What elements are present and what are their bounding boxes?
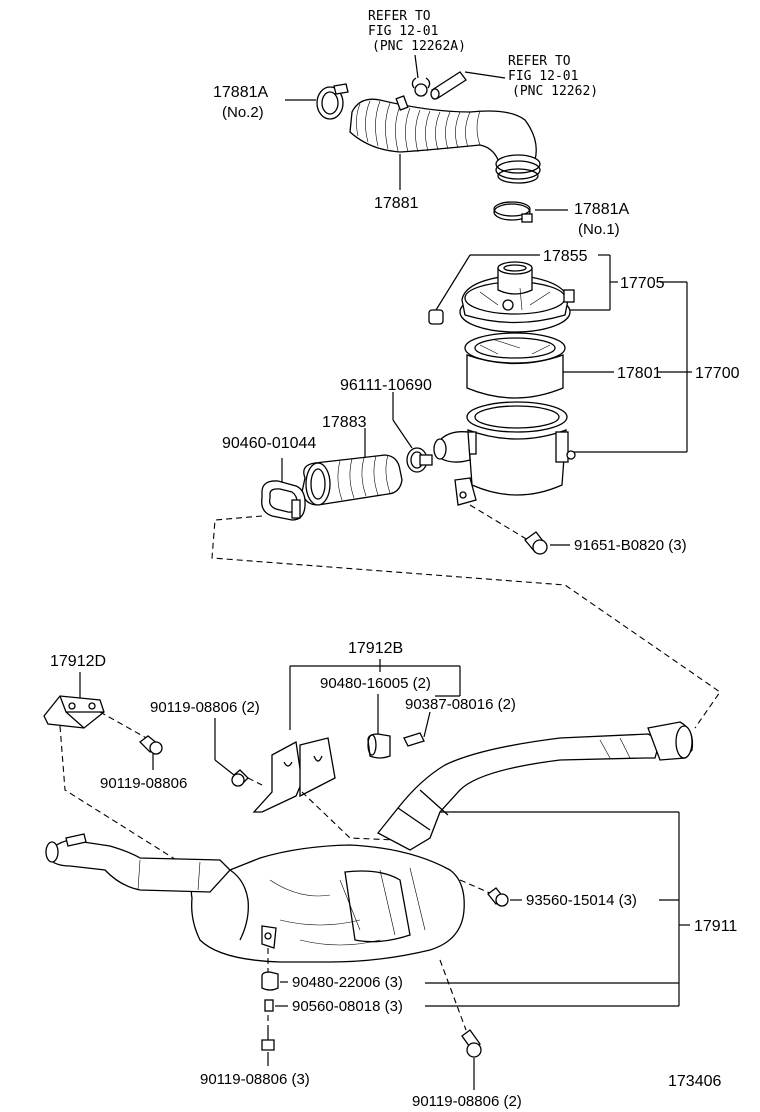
label-90119-a: 90119-08806 (2): [150, 699, 260, 716]
group-17911: 17911: [425, 811, 737, 1007]
bolt-91651: 91651-B0820 (3): [469, 504, 687, 555]
label-90480-16005: 90480-16005 (2): [320, 675, 431, 692]
grommet-90480-22006: 90480-22006 (3): [261, 948, 403, 991]
label-17881: 17881: [374, 195, 419, 212]
label-17911: 17911: [694, 918, 737, 935]
ref1-line2: FIG 12-01: [368, 24, 438, 39]
hose-clamp-no2: 17881A (No.2): [213, 83, 349, 121]
label-17881A-no2: 17881A: [213, 84, 268, 101]
air-intake-hose: 17881: [349, 95, 541, 212]
exhaust-pipe-front: [377, 721, 694, 851]
hose-clamp-96111: 96111-10690: [340, 377, 433, 473]
hose-clamp-no1: 17881A (No.1): [493, 201, 629, 238]
label-17883: 17883: [322, 414, 367, 431]
bolt-90119-pair: 90119-08806 (2): [150, 699, 263, 787]
vacuum-fittings: [411, 54, 506, 100]
label-17912B: 17912B: [348, 640, 403, 657]
label-90560: 90560-08018 (3): [292, 998, 403, 1015]
label-90119-c: 90119-08806 (3): [200, 1071, 310, 1088]
label-93560: 93560-15014 (3): [526, 892, 637, 909]
label-90119-d: 90119-08806 (2): [412, 1093, 522, 1110]
bolt-93560: 93560-15014 (3): [459, 879, 679, 909]
bracket-17912B: 17912B 90480-16005 (2) 90387-08016 (2): [252, 640, 516, 841]
label-no2: (No.2): [222, 104, 264, 121]
ref1-line3: (PNC 12262A): [372, 39, 466, 54]
ref2-line3: (PNC 12262): [512, 84, 598, 99]
label-17855: 17855: [543, 248, 588, 265]
ref2-line2: FIG 12-01: [508, 69, 578, 84]
air-cleaner-assembly: 17855 17705 17801 17700: [428, 248, 740, 506]
reference-notes: REFER TO FIG 12-01 (PNC 12262A) REFER TO…: [368, 9, 598, 99]
bolt-90119-left: 90119-08806: [100, 735, 187, 792]
label-90119-b: 90119-08806: [100, 775, 187, 792]
label-96111: 96111-10690: [340, 377, 432, 394]
label-90480-22006: 90480-22006 (3): [292, 974, 403, 991]
figure-number: 173406: [668, 1073, 721, 1090]
hose-clamp-90460: 90460-01044: [222, 435, 316, 521]
label-17705: 17705: [620, 275, 665, 292]
label-90387: 90387-08016 (2): [405, 696, 516, 713]
muffler: [45, 833, 465, 963]
inlet-hose: 17883: [301, 414, 403, 506]
label-91651: 91651-B0820 (3): [574, 537, 687, 554]
bolt-90119-bottom: 90119-08806 (3): [200, 1015, 310, 1088]
label-no1: (No.1): [578, 221, 620, 238]
connection-line-main: [211, 515, 721, 729]
bolt-90119-bottom-right: 90119-08806 (2): [412, 959, 522, 1110]
label-17700: 17700: [695, 365, 740, 382]
label-17912D: 17912D: [50, 653, 106, 670]
label-90460: 90460-01044: [222, 435, 316, 452]
ref2-line1: REFER TO: [508, 54, 571, 69]
collar-90560: 90560-08018 (3): [264, 998, 403, 1015]
label-17881A-no1: 17881A: [574, 201, 629, 218]
label-17801: 17801: [617, 365, 662, 382]
ref1-line1: REFER TO: [368, 9, 431, 24]
